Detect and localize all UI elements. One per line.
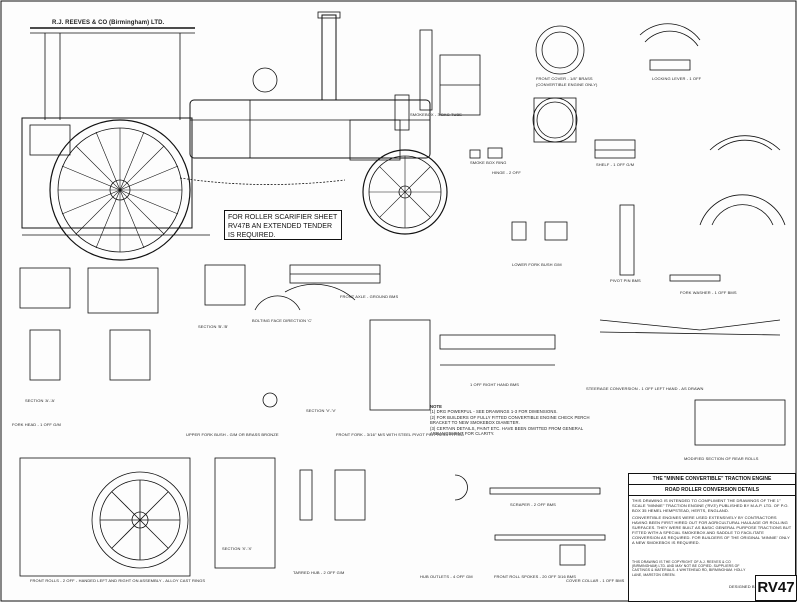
label-shelf: SHELF - 1 OFF G/M (596, 162, 635, 167)
label-cover-collar: COVER COLLAR - 1 OFF BMS (566, 578, 625, 583)
front-fork-view (369, 319, 431, 411)
label-steerage: STEERAGE CONVERSION - 1 OFF LEFT HAND - … (586, 386, 704, 391)
label-smokebox-tube: SMOKEBOX - 3 BKG TUBE (410, 112, 463, 117)
credits-block: THIS DRAWING IS THE COPYRIGHT OF A.J. RE… (632, 560, 752, 577)
scraper (489, 487, 601, 495)
scarifier-notice: FOR ROLLER SCARIFIER SHEET RV47B AN EXTE… (224, 210, 342, 240)
label-steering-front: 1 OFF RIGHT HAND BMS (470, 382, 520, 387)
ring-segment (709, 135, 781, 151)
front-roll-view (19, 457, 191, 577)
hinge-view (469, 149, 481, 159)
pivot-pin (619, 204, 635, 276)
notice-line-1: FOR ROLLER SCARIFIER SHEET (228, 214, 338, 221)
label-fork-washer: FORK WASHER - 1 OFF BMS (680, 290, 737, 295)
label-hub-outlets: HUB OUTLETS - 4 OFF GM (420, 574, 473, 579)
label-locking-lever: LOCKING LEVER - 1 OFF (652, 76, 702, 81)
section-x-x (214, 457, 276, 569)
label-modified-rear: MODIFIED SECTION OF REAR ROLLS (684, 456, 759, 461)
label-front-fork: FRONT FORK - 3/16" M/S WITH STEEL PIVOT … (336, 432, 465, 437)
shelf-view (594, 139, 636, 159)
notes-block: NOTE (1) DRG POWERFUL - SEE DRAWINGS 1-3… (430, 404, 608, 436)
title-description: THIS DRAWING IS INTENDED TO COMPLIMENT T… (632, 498, 792, 545)
axle-arc (284, 283, 356, 301)
label-hinge: HINGE - 2 OFF (492, 170, 521, 175)
fork-head-views (19, 264, 301, 381)
label-pivot-pin: PIVOT PIN BMS (610, 278, 641, 283)
label-bolting-face: BOLTING FACE DIRECTION 'C' (252, 318, 313, 323)
label-fork-head: FORK HEAD - 1 OFF G/M (12, 422, 61, 427)
graduated-arc (699, 194, 786, 226)
note-3: (3) CERTAIN DETAILS, PAINT ETC. HAVE BEE… (430, 425, 584, 437)
label-section-aa: SECTION 'A'-'A' (25, 398, 56, 403)
title-main: THE "MINNIE CONVERTIBLE" TRACTION ENGINE (629, 474, 795, 485)
description-2: CONVERTIBLE ENGINES WERE USED EXTENSIVEL… (632, 515, 792, 545)
label-front-rolls: FRONT ROLLS - 2 OFF - HANDED LEFT AND RI… (30, 578, 206, 583)
steerage-linkage (599, 319, 781, 331)
label-front-cover-sub: (CONVERTIBLE ENGINE ONLY) (536, 82, 598, 87)
note-2: (2) FOR BUILDERS OF FULLY FITTED CONVERT… (430, 414, 590, 426)
label-front-roll-spokes: FRONT ROLL SPOKES - 20 OFF 3/16 BMS (494, 574, 576, 579)
roller-general-arrangement (21, 11, 448, 261)
hub-outlet (454, 474, 468, 501)
label-upper-fork-bush: UPPER FORK BUSH - G/M OR BRASS BRONZE (186, 432, 279, 437)
label-scraper: SCRAPER - 2 OFF BMS (510, 502, 556, 507)
notice-line-2: RV47B AN EXTENDED TENDER (228, 223, 332, 230)
note-1: (1) DRG POWERFUL - SEE DRAWINGS 1-3 FOR … (430, 409, 558, 415)
label-front-axle: FRONT AXLE - GROUND BMS (340, 294, 399, 299)
cover-collar (559, 544, 586, 566)
front-cover-view (535, 25, 585, 75)
washer-circle (262, 392, 278, 408)
label-smoke-box-ring: SMOKE BOX RING (470, 160, 507, 165)
smoke-box-ring (532, 97, 578, 143)
maker-label: R.J. REEVES & CO (Birmingham) LTD. (52, 20, 165, 26)
label-section-vv: SECTION 'V'-'V' (306, 408, 337, 413)
locking-lever-arc (639, 23, 701, 41)
notice-line-3: IS REQUIRED. (228, 232, 276, 239)
modified-rear-section (694, 399, 786, 446)
notes-heading: NOTE (430, 404, 443, 409)
label-tarred-hub: TARRED HUB - 2 OFF G/M (293, 570, 345, 575)
label-section-xx: SECTION 'X'-'X' (222, 546, 253, 551)
hub-view (299, 469, 313, 521)
credits-text: THIS DRAWING IS THE COPYRIGHT OF A.J. RE… (632, 560, 746, 577)
smokebox-tube-view (419, 29, 481, 116)
label-lower-fork-bush: LOWER FORK BUSH G/M (512, 262, 562, 267)
lower-fork-bush (511, 221, 527, 241)
description-1: THIS DRAWING IS INTENDED TO COMPLIMENT T… (632, 498, 789, 513)
spokes (494, 534, 606, 541)
title-sub: ROAD ROLLER CONVERSION DETAILS (629, 485, 795, 496)
label-front-cover: FRONT COVER - 1/8" BRASS (536, 76, 593, 81)
drawing-number: RV47 (755, 575, 797, 601)
fork-washer (669, 274, 721, 282)
label-section-bb: SECTION 'B'-'B' (198, 324, 229, 329)
